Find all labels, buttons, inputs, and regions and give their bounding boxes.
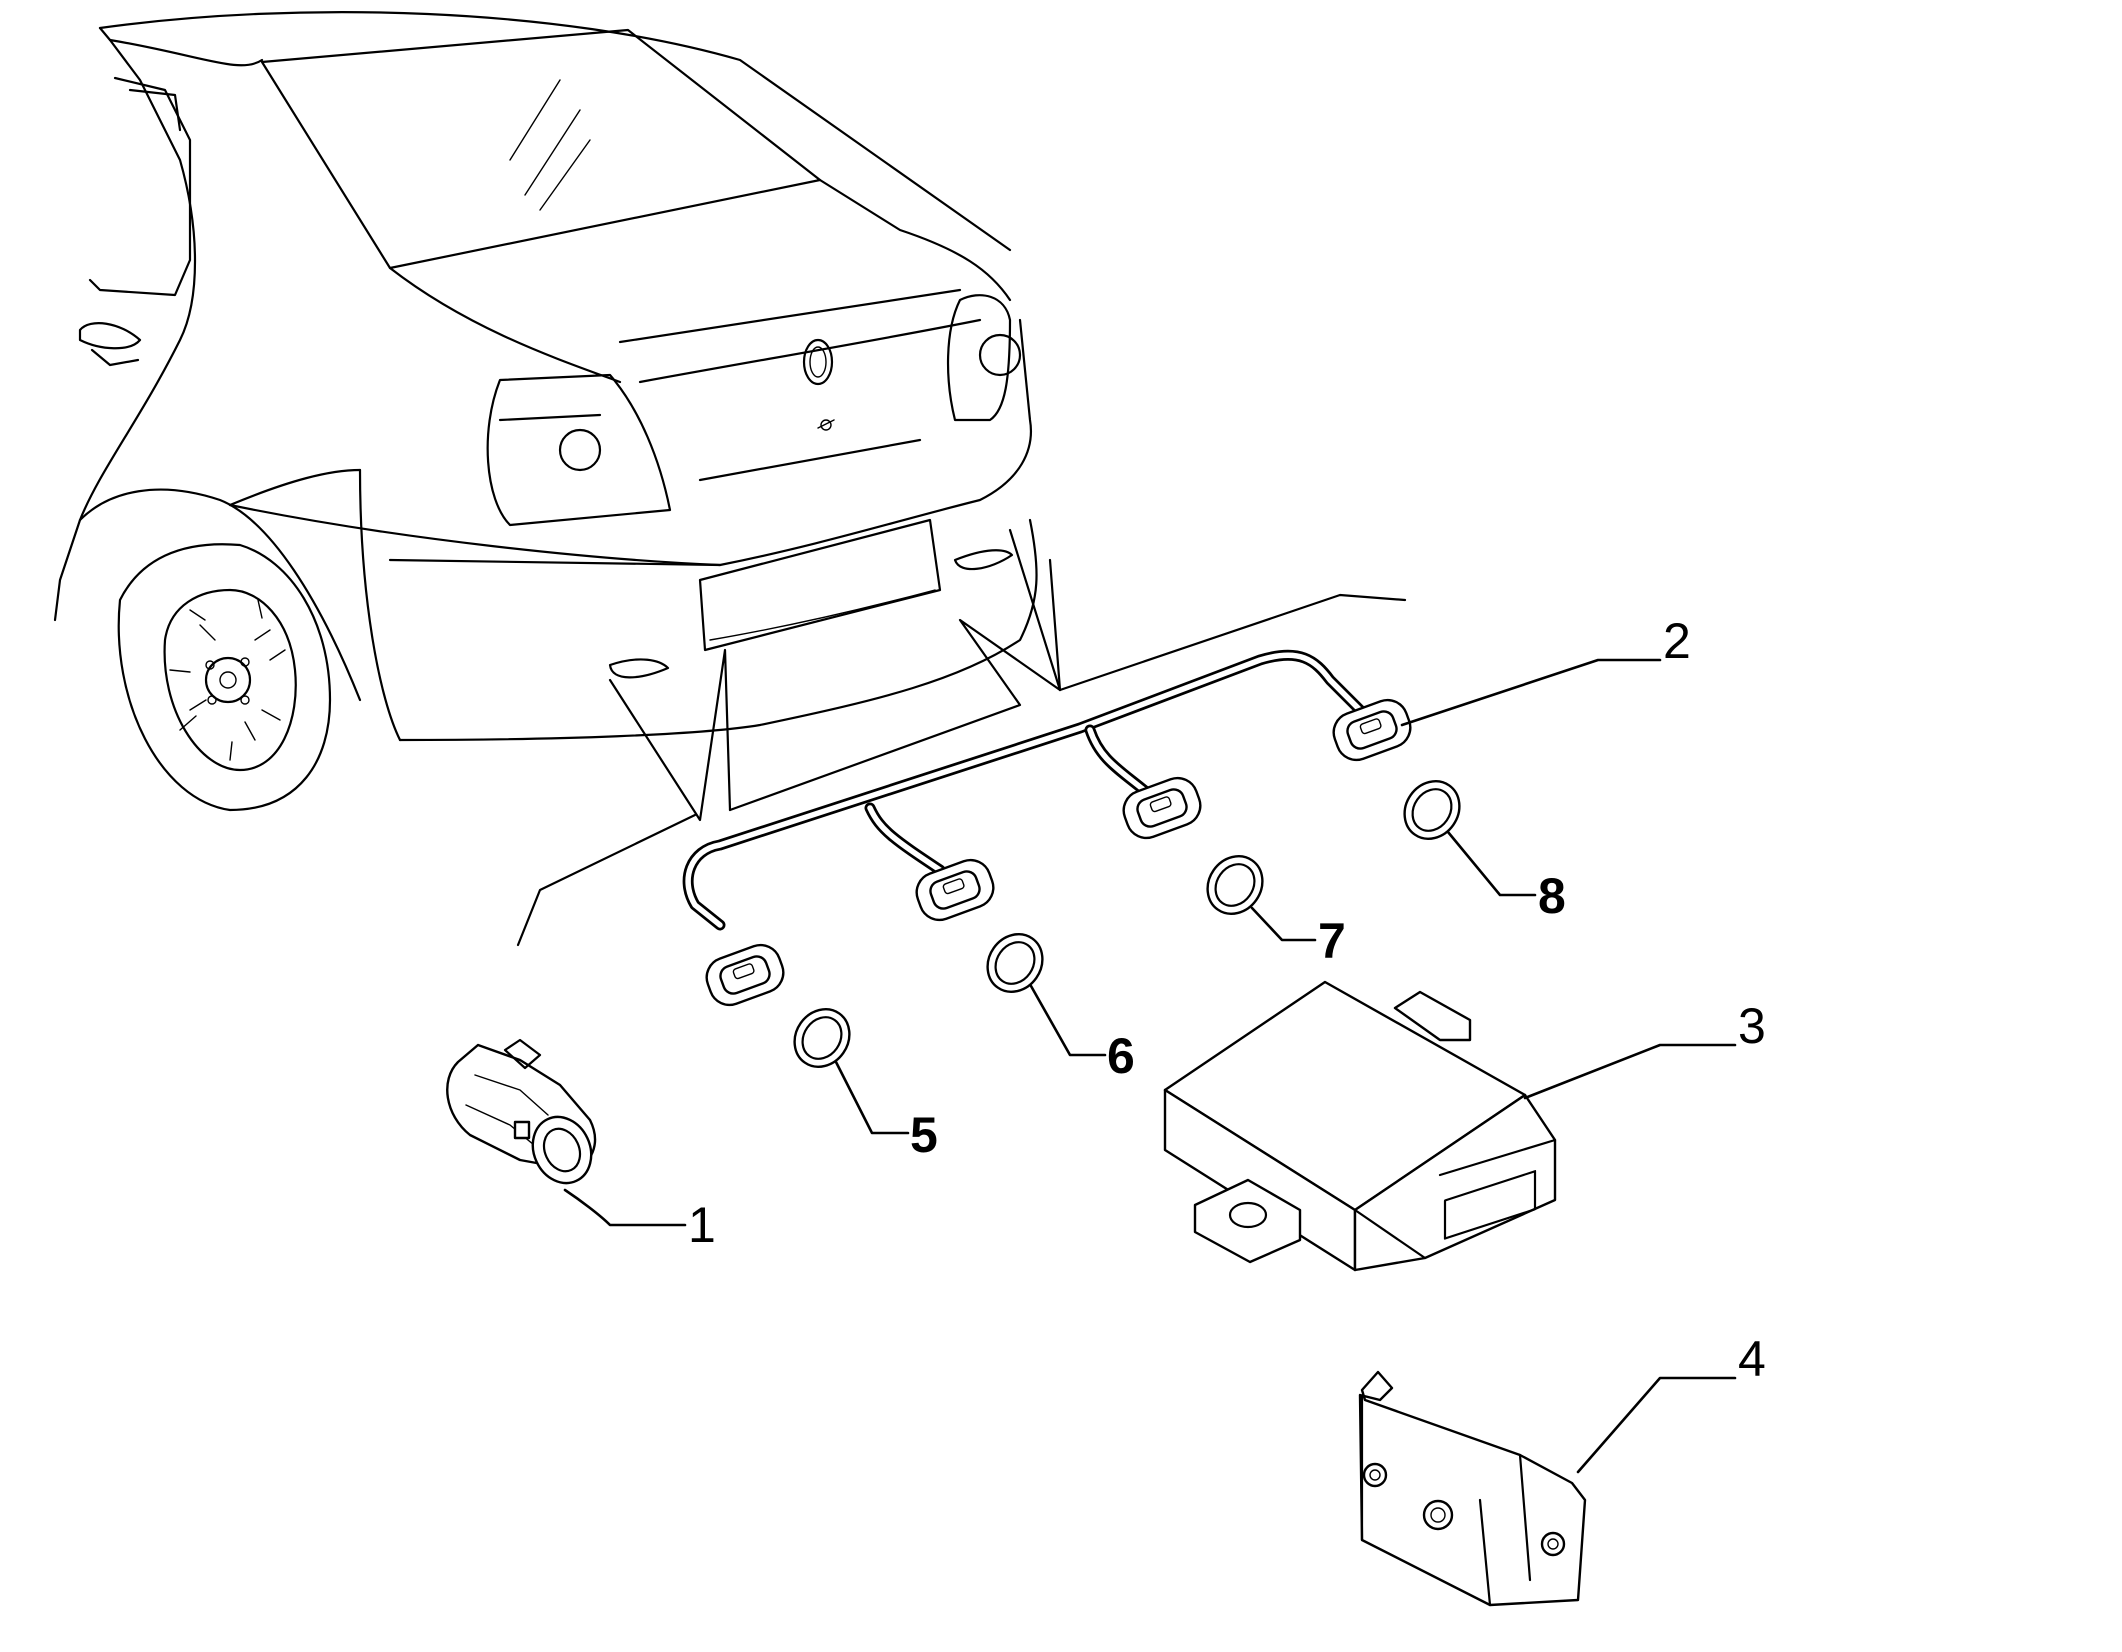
callout-7: 7 — [1318, 913, 1346, 969]
sensor-ring-5 — [793, 1008, 851, 1068]
harness-connector — [1122, 776, 1202, 840]
control-unit — [1163, 980, 1557, 1272]
callout-8: 8 — [1538, 868, 1566, 924]
harness-connector — [915, 858, 995, 922]
car-rear-illustration — [53, 11, 1038, 812]
callout-1: 1 — [688, 1197, 716, 1253]
callout-6: 6 — [1107, 1028, 1135, 1084]
wiring-harness — [682, 649, 1412, 1007]
callout-4: 4 — [1738, 1331, 1766, 1387]
callout-2: 2 — [1663, 613, 1691, 669]
harness-connector — [705, 943, 785, 1007]
mounting-guide-lines — [516, 528, 1407, 947]
callout-5: 5 — [910, 1107, 938, 1163]
callout-labels: 1 2 3 4 5 6 7 8 — [688, 613, 1766, 1387]
mounting-bracket — [1358, 1370, 1587, 1607]
harness-connector — [1332, 698, 1412, 762]
sensor-ring-7 — [1206, 855, 1264, 915]
leader-lines — [563, 658, 1737, 1474]
callout-3: 3 — [1738, 998, 1766, 1054]
sensor-ring-6 — [986, 933, 1044, 993]
parking-sensor — [446, 1038, 597, 1185]
sensor-ring-8 — [1403, 780, 1461, 840]
